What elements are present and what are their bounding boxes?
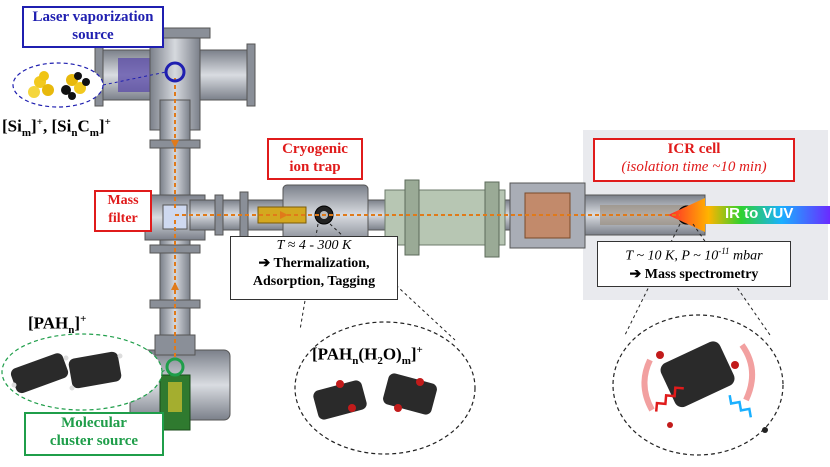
icr-cell-subtitle: (isolation time ~10 min): [621, 159, 767, 175]
icr-info-box: T ~ 10 K, P ~ 10-11 mbar ➔ Mass spectrom…: [597, 241, 791, 287]
trap-info-box: T ≈ 4 - 300 K ➔ Thermalization, Adsorpti…: [230, 236, 398, 300]
pahw-main: [PAH: [312, 344, 353, 364]
laser-source-marker: [164, 61, 186, 83]
pah-formula: [PAHn]+: [28, 313, 86, 336]
pahw-sup: +: [416, 344, 423, 356]
laser-source-chamber: [94, 27, 256, 131]
mass-filter-line1: Mass: [107, 193, 139, 208]
trap-temperature: T ≈ 4 - 300 K: [276, 238, 352, 253]
si-formula-b-sub1: n: [71, 127, 78, 140]
si-formula-b-close: ]: [98, 116, 105, 136]
icr-arrow-icon: ➔: [629, 266, 642, 282]
icr-cell-label: ICR cell (isolation time ~10 min): [593, 138, 795, 182]
si-formula-a-close: ]: [31, 116, 37, 136]
si-formula-a-sup: +: [36, 116, 43, 128]
pahw-sub3: m: [401, 355, 411, 368]
icr-conditions: T ~ 10 K, P ~ 10: [625, 248, 719, 264]
pahw-mid: (H: [358, 344, 378, 364]
molecular-source-line2: cluster source: [49, 433, 139, 449]
laser-source-label: Laser vaporization source: [22, 6, 164, 48]
ir-vuv-label: IR to VUV: [725, 205, 794, 222]
cryo-trap-line2: ion trap: [289, 159, 341, 175]
si-formula-b-sub2: m: [89, 127, 99, 140]
si-formula-b-sup: +: [104, 116, 111, 128]
cryo-trap-label: Cryogenic ion trap: [267, 138, 363, 180]
molecular-source-line1: Molecular: [61, 415, 127, 431]
pah-formula-close: ]: [74, 313, 81, 333]
icr-line2: Mass spectrometry: [644, 266, 759, 282]
mass-filter-line2: filter: [108, 211, 138, 226]
cryo-trap-line1: Cryogenic: [282, 141, 348, 157]
si-formula-b-mid: C: [77, 116, 90, 136]
si-formula-a: [Si: [2, 116, 22, 136]
hydrated-pah-icon: [313, 373, 437, 420]
pah-molecule-icon: [10, 351, 123, 394]
pah-formula-main: [PAH: [28, 313, 69, 333]
molecular-source-marker: [165, 357, 185, 377]
si-formula-a-sub: m: [21, 127, 32, 140]
pahw-sub2: 2: [377, 355, 383, 368]
laser-source-line1: Laser vaporization: [32, 9, 154, 25]
pah-formula-sup: +: [80, 313, 87, 325]
photodissociation-icon: [641, 341, 768, 433]
si-formula-b: [Si: [51, 116, 72, 136]
pahw-close: ]: [410, 344, 417, 364]
formula-separator: ,: [42, 116, 52, 136]
hydrated-pah-formula: [PAHn(H2O)m]+: [312, 344, 423, 367]
pah-formula-sub: n: [68, 324, 75, 337]
hydrated-pah-callout: [294, 321, 476, 455]
trap-arrow-icon: ➔: [258, 256, 271, 271]
icr-pressure-exponent: -11: [718, 246, 730, 256]
silicon-carbon-cluster-icon: [61, 72, 90, 100]
icr-pressure-unit: mbar: [729, 248, 763, 264]
ir-vuv-beam-arrow: [668, 198, 830, 232]
icr-cell-title: ICR cell: [667, 141, 721, 157]
trap-line2: Thermalization,: [273, 256, 370, 271]
cluster-callout: [12, 62, 104, 108]
gold-cluster-icon: [28, 71, 54, 98]
laser-source-line2: source: [72, 27, 114, 43]
trap-line3: Adsorption, Tagging: [252, 274, 376, 289]
silicon-formulas: [Sim]+, [SinCm]+: [2, 116, 111, 139]
pahw-sub: n: [352, 355, 359, 368]
pahw-o: O): [382, 344, 402, 364]
mass-filter-label: Mass filter: [94, 190, 152, 232]
molecular-source-label: Molecular cluster source: [24, 412, 164, 456]
